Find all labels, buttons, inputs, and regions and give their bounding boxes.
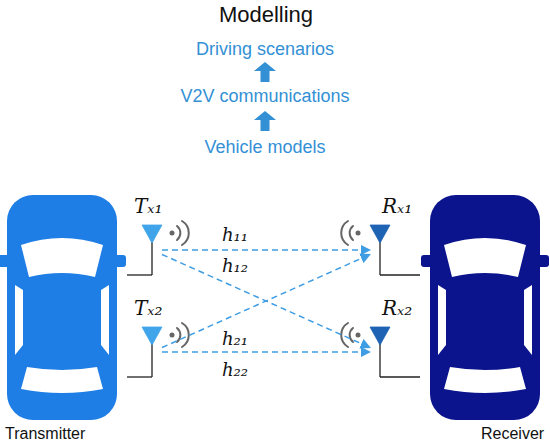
level-label: Vehicle models xyxy=(204,137,325,159)
signal-dot xyxy=(356,231,361,236)
signal-arc xyxy=(341,221,348,245)
channel-label: h₂₂ xyxy=(222,359,248,381)
side-window xyxy=(15,285,23,355)
antenna-label: Rₓ₁ xyxy=(382,194,412,218)
level-label: V2V communications xyxy=(180,86,349,108)
side-window xyxy=(524,285,532,355)
antenna-element xyxy=(370,327,390,345)
signal-arc xyxy=(350,328,353,342)
transmit-antenna: Tₓ₁ xyxy=(142,225,162,275)
antenna-outline xyxy=(370,225,390,275)
signal-waves xyxy=(341,323,360,347)
signal-waves xyxy=(170,221,189,245)
transmitter-car: Transmitter xyxy=(0,195,127,420)
receiver-car: Receiver xyxy=(420,195,550,420)
signal-arc xyxy=(350,226,353,240)
car-body xyxy=(7,195,117,420)
signal-arc xyxy=(177,328,180,342)
channel-label: h₁₁ xyxy=(222,224,248,246)
windshield xyxy=(444,238,526,277)
signal-dot xyxy=(356,333,361,338)
channel-arrow xyxy=(162,254,370,347)
signal-arc xyxy=(177,226,180,240)
vehicle-label: Transmitter xyxy=(5,424,85,443)
antenna-mast xyxy=(379,241,380,275)
side-window xyxy=(101,285,109,355)
antenna-wire xyxy=(127,274,152,275)
channel-label: h₁₂ xyxy=(222,255,248,277)
car-outline xyxy=(420,195,550,420)
antenna-wire xyxy=(380,274,420,275)
antenna-wire xyxy=(127,376,152,377)
antenna-wire xyxy=(380,376,420,377)
up-arrow xyxy=(254,111,276,131)
signal-arc xyxy=(182,221,189,245)
antenna-element xyxy=(370,225,390,243)
antenna-element xyxy=(142,225,162,243)
antenna-mast xyxy=(379,343,380,377)
side-window xyxy=(438,285,446,355)
level-label: Driving scenarios xyxy=(196,39,334,61)
antenna-label: Tₓ₂ xyxy=(134,296,162,320)
antenna-label: Tₓ₁ xyxy=(134,194,162,218)
signal-waves xyxy=(341,221,360,245)
rear-window xyxy=(21,367,103,393)
antenna-outline xyxy=(142,327,162,377)
signal-arc xyxy=(341,323,348,347)
antenna-mast xyxy=(151,343,152,377)
channel-arrow xyxy=(162,351,370,353)
channel-label: h₂₁ xyxy=(222,328,248,350)
vehicle-label: Receiver xyxy=(481,424,544,443)
up-arrow xyxy=(254,62,276,82)
receive-antenna: Rₓ₁ xyxy=(370,225,390,275)
signal-dot xyxy=(170,231,175,236)
transmit-antenna: Tₓ₂ xyxy=(142,327,162,377)
rear-window xyxy=(444,367,526,393)
diagram-title: Modelling xyxy=(219,2,313,28)
antenna-label: Rₓ₂ xyxy=(382,296,412,320)
signal-dot xyxy=(170,333,175,338)
channel-arrow xyxy=(162,254,370,347)
antenna-mast xyxy=(151,241,152,275)
antenna-element xyxy=(142,327,162,345)
antenna-outline xyxy=(370,327,390,377)
receive-antenna: Rₓ₂ xyxy=(370,327,390,377)
car-body xyxy=(430,195,540,420)
channel-arrow xyxy=(162,249,370,251)
windshield xyxy=(21,238,103,277)
signal-waves xyxy=(170,323,189,347)
antenna-outline xyxy=(142,225,162,275)
signal-arc xyxy=(182,323,189,347)
car-outline xyxy=(0,195,127,420)
